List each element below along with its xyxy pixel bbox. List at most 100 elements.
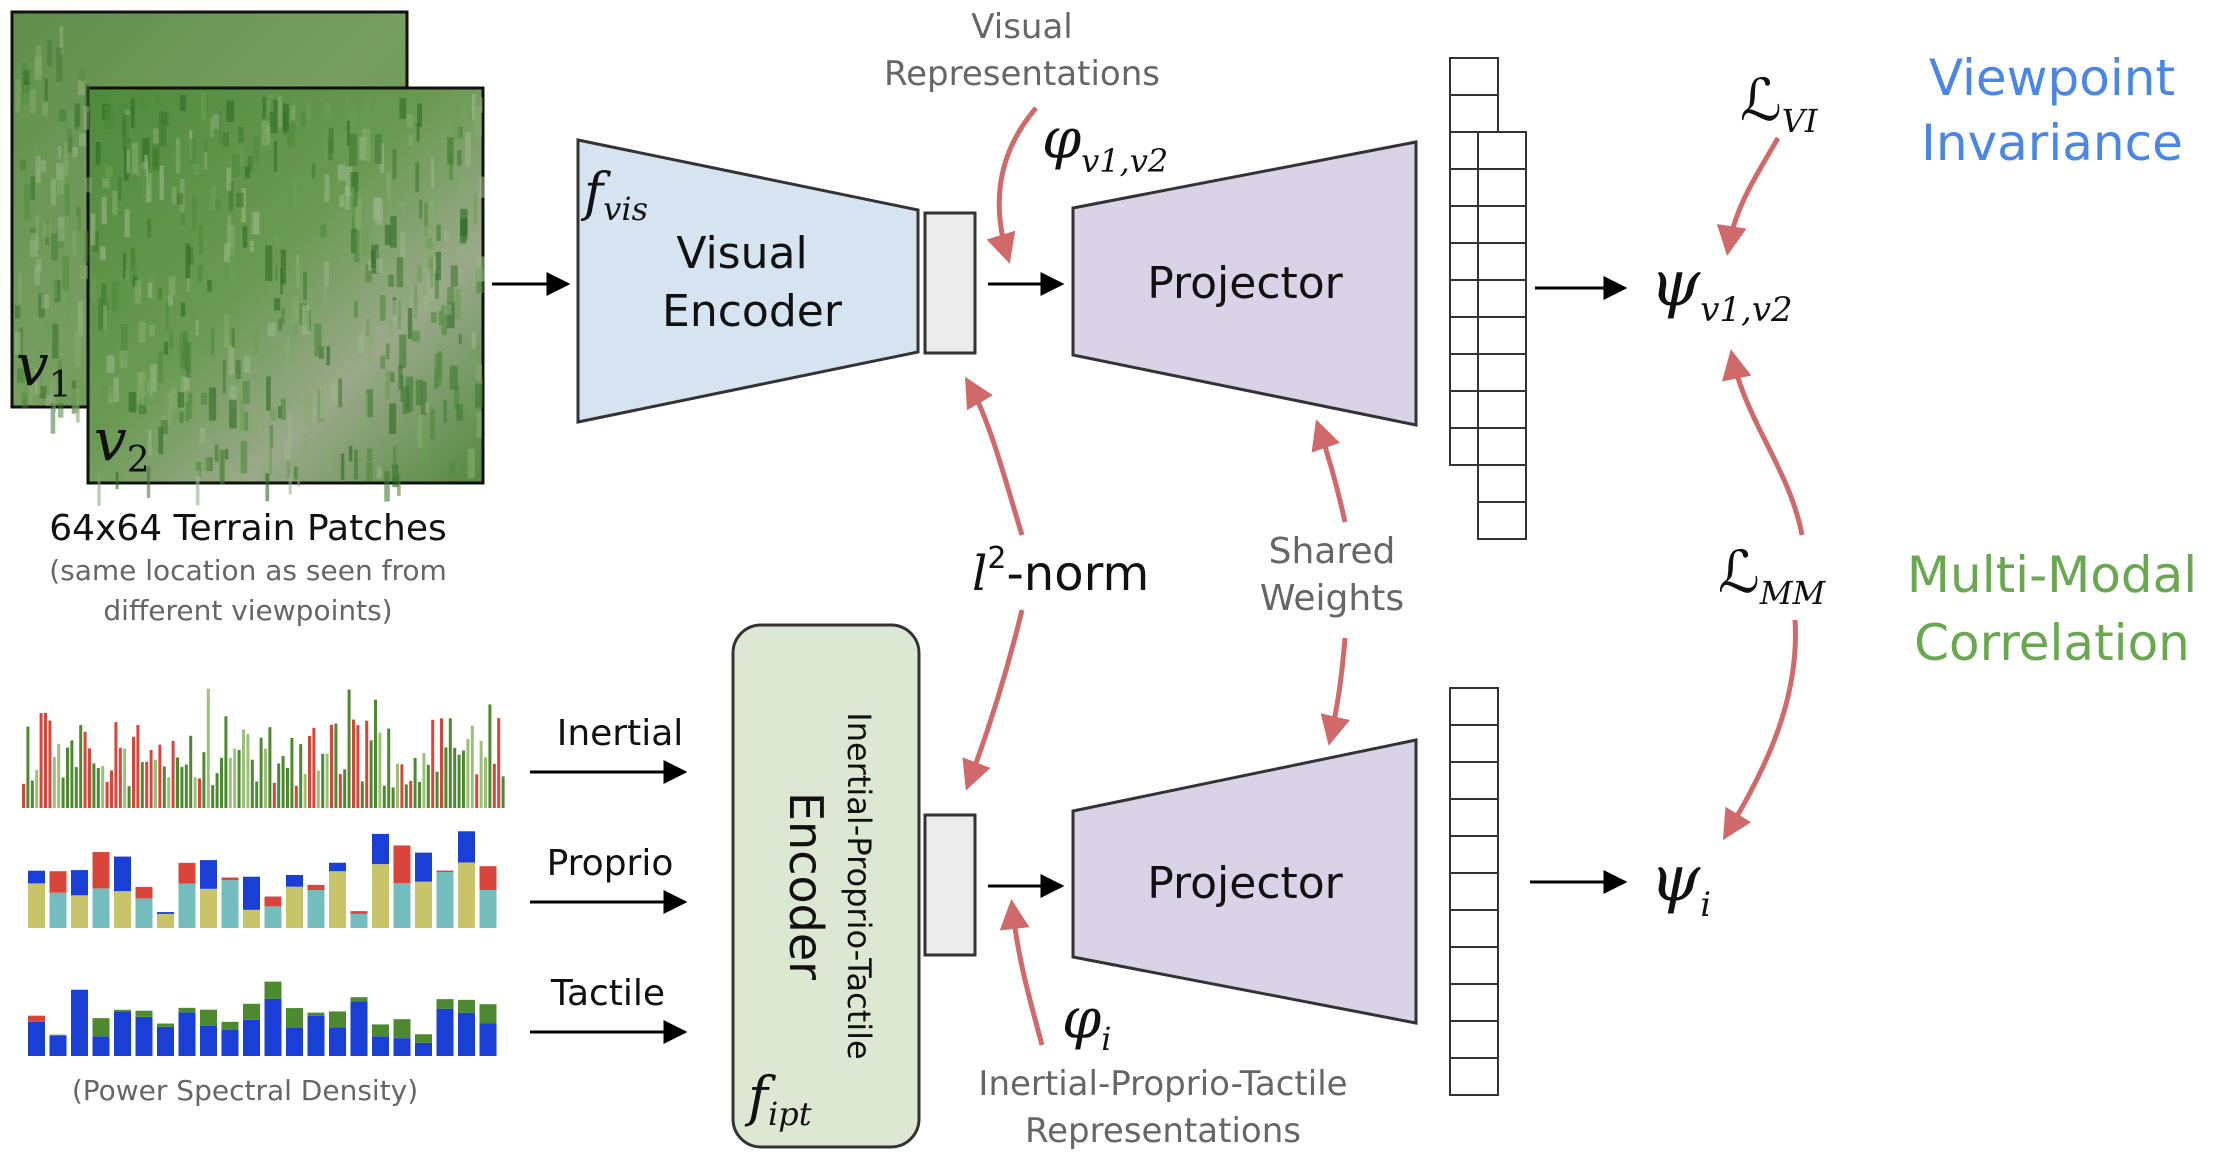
psd-inertial-bar bbox=[30, 780, 34, 808]
grass-streak bbox=[291, 297, 299, 325]
grass-streak bbox=[352, 200, 356, 236]
psd-inertial-bar bbox=[299, 744, 303, 808]
psd-tactile-bar bbox=[307, 1015, 325, 1056]
psd-tactile-bar bbox=[286, 1027, 303, 1056]
grass-streak bbox=[280, 249, 286, 285]
projector-bottom-label: Projector bbox=[1147, 858, 1343, 909]
grass-streak bbox=[349, 133, 357, 167]
psd-tactile-bar bbox=[415, 1042, 432, 1056]
grass-streak bbox=[295, 254, 300, 288]
grass-streak bbox=[177, 392, 185, 408]
shared-weights-label-2: Weights bbox=[1260, 578, 1404, 619]
psd-tactile-bar bbox=[49, 1034, 67, 1036]
l2-norm-arrow-down bbox=[962, 609, 1025, 791]
grass-streak bbox=[269, 425, 274, 449]
grass-streak bbox=[417, 415, 423, 449]
grass-streak bbox=[171, 186, 177, 205]
grass-streak bbox=[247, 155, 253, 172]
psd-tactile-bar bbox=[114, 1009, 131, 1012]
grass-streak bbox=[459, 218, 467, 244]
grass-streak bbox=[416, 123, 420, 142]
psd-proprio-bar bbox=[436, 870, 454, 873]
grass-streak bbox=[436, 224, 441, 241]
grass-streak bbox=[423, 295, 430, 311]
grass-streak bbox=[131, 142, 139, 175]
grass-streak bbox=[408, 134, 413, 147]
psd-tactile-bar bbox=[71, 989, 88, 1056]
grass-streak bbox=[77, 207, 81, 231]
visual-encoder-line-1: Visual bbox=[676, 228, 807, 279]
grass-streak bbox=[328, 447, 333, 474]
grass-streak bbox=[430, 156, 434, 189]
grass-streak bbox=[390, 216, 397, 248]
psd-charts: (Power Spectral Density) bbox=[22, 688, 505, 1107]
psd-proprio-bar bbox=[479, 889, 497, 928]
grass-streak bbox=[84, 230, 89, 263]
psd-tactile-bar bbox=[92, 1036, 110, 1056]
grass-streak bbox=[262, 97, 266, 119]
grass-streak bbox=[92, 384, 101, 405]
psd-inertial-bar bbox=[149, 750, 153, 808]
grass-streak bbox=[229, 247, 236, 281]
grass-streak bbox=[29, 89, 37, 114]
grass-streak bbox=[179, 411, 184, 423]
psd-proprio-bar bbox=[71, 870, 88, 896]
grass-streak bbox=[84, 83, 90, 113]
grass-streak bbox=[330, 380, 337, 405]
embedding-cell bbox=[1449, 872, 1499, 911]
objective-viewpoint-1: Viewpoint bbox=[1929, 49, 2175, 107]
grass-streak bbox=[35, 155, 41, 183]
psd-inertial-bar bbox=[316, 770, 320, 808]
psd-inertial-bar bbox=[272, 782, 276, 808]
grass-streak bbox=[345, 166, 353, 196]
psd-tactile-chart bbox=[28, 981, 497, 1056]
grass-streak bbox=[475, 379, 483, 408]
grass-streak bbox=[288, 411, 292, 447]
grass-streak bbox=[40, 160, 47, 173]
visual-repr-label-1: Visual bbox=[971, 7, 1073, 47]
grass-streak bbox=[449, 156, 453, 180]
grass-streak bbox=[368, 260, 373, 271]
grass-streak bbox=[34, 347, 43, 376]
grass-streak bbox=[158, 427, 164, 455]
grass-streak bbox=[69, 113, 76, 135]
grass-streak bbox=[240, 440, 248, 474]
psd-inertial-bar bbox=[356, 725, 360, 808]
grass-streak bbox=[62, 256, 69, 291]
psd-tactile-bar bbox=[178, 1007, 196, 1013]
projector-top bbox=[1071, 140, 1418, 427]
psd-proprio-bar bbox=[286, 886, 303, 928]
grass-streak bbox=[175, 137, 181, 174]
psi-i-symbol: ψi bbox=[1650, 842, 1711, 925]
grass-streak bbox=[429, 197, 435, 222]
psd-proprio-bar bbox=[307, 890, 325, 928]
psd-proprio-bar bbox=[221, 880, 239, 928]
grass-streak bbox=[106, 355, 115, 373]
psd-inertial-bar bbox=[162, 766, 166, 808]
grass-streak bbox=[169, 330, 174, 349]
grass-streak bbox=[43, 322, 50, 334]
embedding-cell bbox=[1449, 835, 1499, 874]
grass-streak bbox=[203, 152, 208, 170]
psd-inertial-bar bbox=[422, 752, 426, 808]
grass-streak bbox=[339, 195, 345, 208]
grass-streak bbox=[471, 93, 476, 121]
grass-streak bbox=[350, 171, 359, 192]
psd-proprio-bar bbox=[372, 833, 389, 865]
psd-inertial-bar bbox=[470, 725, 474, 808]
grass-streak bbox=[210, 117, 214, 138]
psd-proprio-bar bbox=[157, 913, 174, 928]
psd-inertial-bar bbox=[220, 757, 223, 808]
patch-2-label: v2 bbox=[94, 406, 150, 481]
grass-streak bbox=[413, 284, 418, 318]
grass-streak bbox=[425, 402, 429, 414]
grass-streak bbox=[47, 40, 53, 66]
grass-streak bbox=[352, 191, 358, 207]
grass-streak bbox=[186, 277, 191, 292]
grass-streak bbox=[389, 320, 393, 338]
grass-streak bbox=[397, 300, 402, 330]
grass-streak bbox=[287, 122, 295, 148]
psd-inertial-bar bbox=[228, 757, 232, 808]
psd-tactile-bar bbox=[221, 1021, 239, 1031]
grass-streak bbox=[375, 258, 383, 273]
